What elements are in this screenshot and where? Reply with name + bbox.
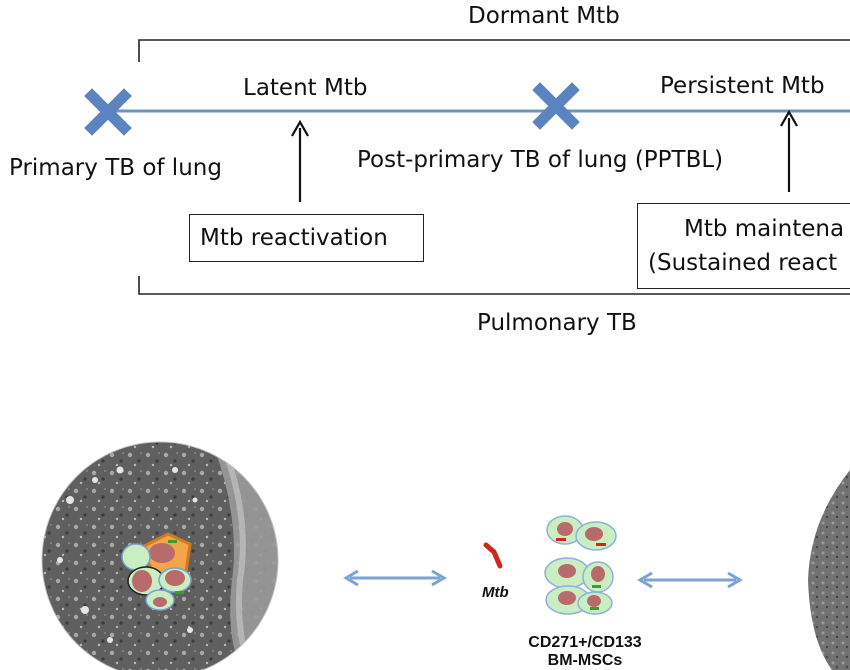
pulmonary-bracket (138, 276, 850, 295)
mtb-label: Mtb (482, 584, 509, 601)
post-primary-tb-label: Post-primary TB of lung (PPTBL) (357, 147, 724, 173)
primary-tb-marker-icon (84, 88, 132, 136)
reactivation-arrow (291, 119, 309, 202)
primary-tb-label: Primary TB of lung (9, 155, 222, 181)
bm-msc-label: CD271+/CD133 BM-MSCs (510, 634, 660, 670)
latent-mtb-label: Latent Mtb (243, 75, 368, 101)
mtb-bacterium-icon (483, 542, 503, 569)
mtb-maintenance-line1: Mtb maintena (684, 216, 845, 242)
bm-msc-label-line2: BM-MSCs (547, 652, 623, 669)
mtb-maintenance-box: Mtb maintena (Sustained react (637, 203, 850, 289)
lung-tissue-micrograph-right (808, 470, 850, 670)
maintenance-arrow (780, 109, 798, 192)
post-primary-tb-marker-icon (532, 82, 580, 130)
mtb-maintenance-line2: (Sustained react (648, 250, 838, 276)
bm-msc-label-line1: CD271+/CD133 (528, 634, 642, 651)
persistent-mtb-label: Persistent Mtb (660, 73, 825, 99)
mtb-reactivation-text: Mtb reactivation (200, 225, 388, 251)
dormant-mtb-label: Dormant Mtb (468, 3, 620, 29)
mtb-reactivation-box: Mtb reactivation (189, 214, 424, 262)
pulmonary-tb-label: Pulmonary TB (477, 310, 637, 336)
dormant-bracket (138, 39, 850, 62)
bm-msc-cluster (544, 515, 617, 615)
double-arrow-right (637, 571, 743, 589)
double-arrow-left (343, 569, 447, 587)
infected-cell-cluster (121, 532, 192, 611)
